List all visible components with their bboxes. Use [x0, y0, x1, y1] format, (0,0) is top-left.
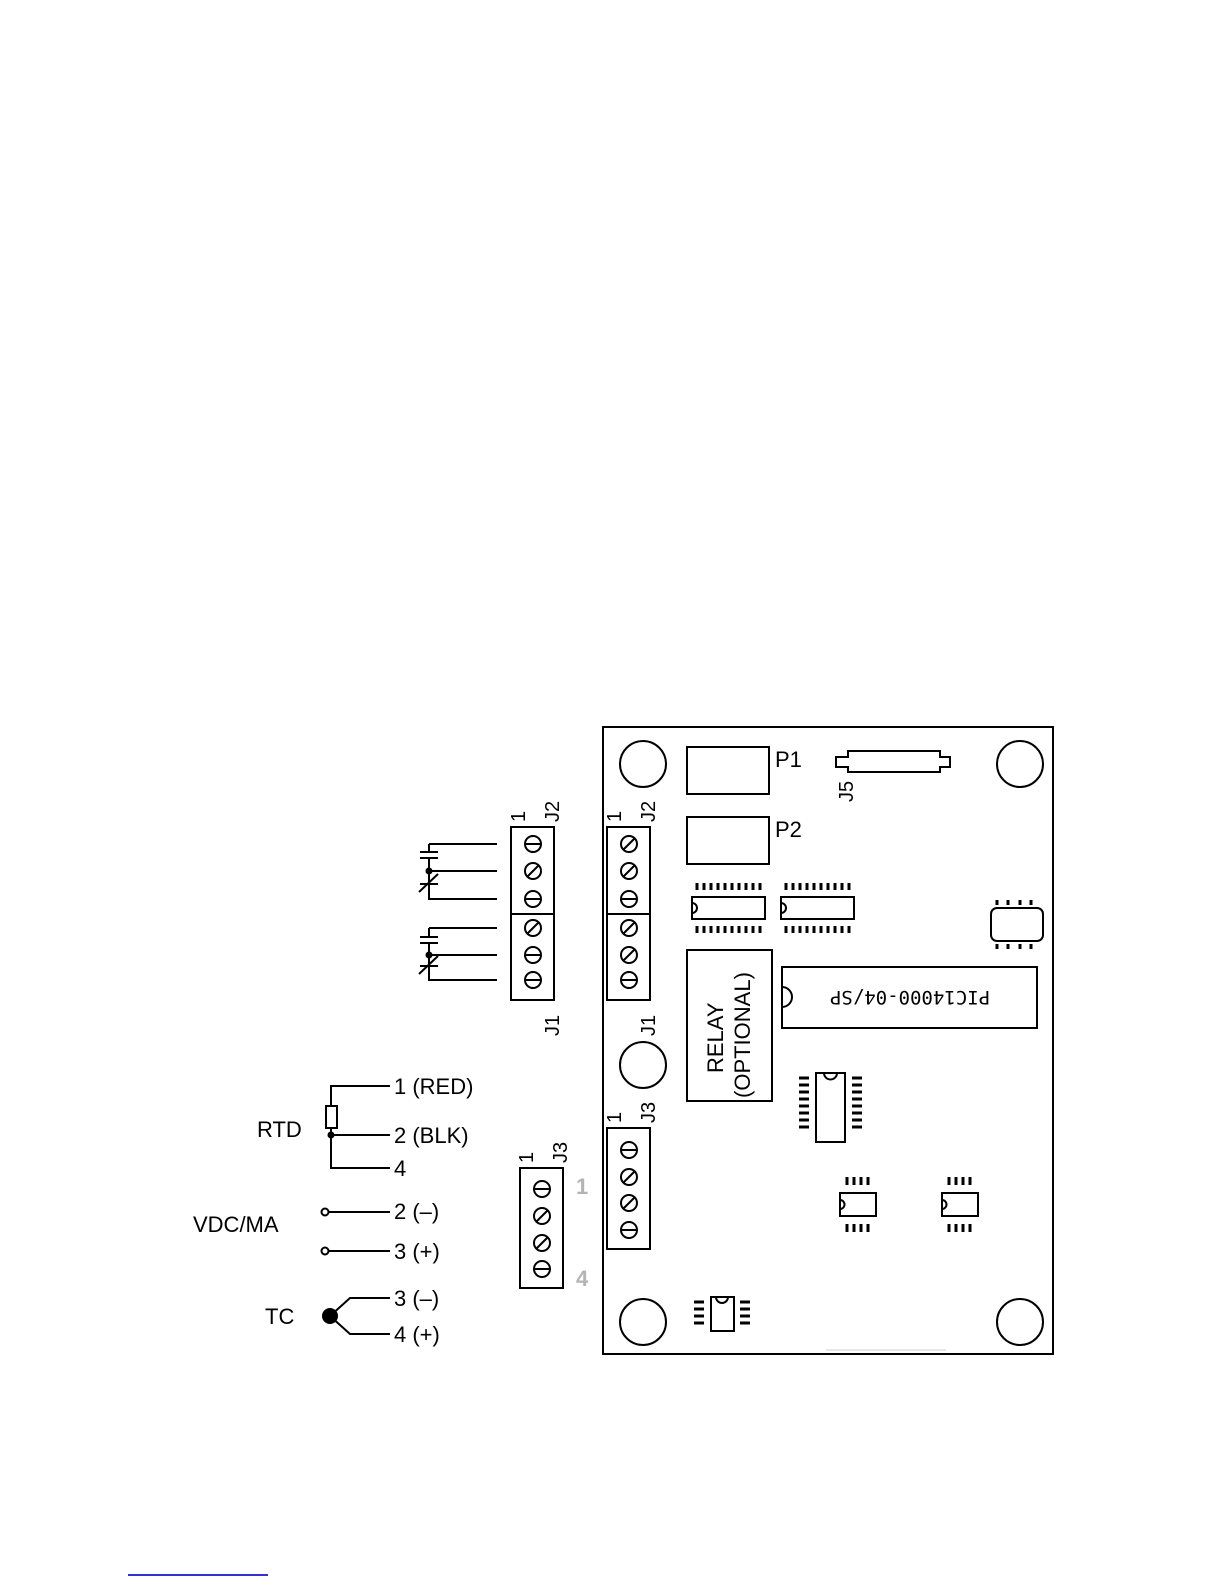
board-j2-label: J2: [638, 801, 660, 822]
j3-pin-first-label: 1: [576, 1174, 588, 1199]
chip-label: PIC14000-04/SP: [830, 986, 990, 1008]
board-outline: [603, 727, 1053, 1354]
left-j2-label: J2: [542, 801, 564, 822]
rtd-symbol: [326, 1086, 390, 1168]
left-terminal-screws: [525, 836, 541, 988]
relay-label: RELAY: [703, 1002, 728, 1073]
tc-wire2-label: 4 (+): [394, 1322, 440, 1347]
board-terminal-j3-screws: [621, 1142, 637, 1238]
small-ic-bottom: [694, 1297, 750, 1331]
p2-block: [687, 817, 769, 864]
tc-wire1-label: 3 (–): [394, 1286, 439, 1311]
vdc-wire2-label: 3 (+): [394, 1239, 440, 1264]
component-right-side: [991, 900, 1043, 949]
board-j1-label: J1: [638, 1015, 660, 1036]
small-ic-right: [942, 1177, 978, 1232]
board-j2-pin-label: 1: [604, 811, 626, 822]
left-j2-pin-label: 1: [508, 811, 530, 822]
j5-label: J5: [836, 781, 858, 802]
p2-label: P2: [775, 817, 802, 842]
rtd-label: RTD: [257, 1117, 302, 1142]
dip-chip-left: [692, 883, 765, 933]
vdc-symbol: [322, 1209, 391, 1255]
mounting-hole-bottom-left: [620, 1299, 666, 1345]
relay-optional-label: (OPTIONAL): [730, 972, 755, 1098]
vdc-label: VDC/MA: [193, 1212, 279, 1237]
mounting-hole-bottom-right: [997, 1299, 1043, 1345]
vdc-wire1-label: 2 (–): [394, 1199, 439, 1224]
board-j3-label: J3: [638, 1102, 660, 1123]
p1-label: P1: [775, 747, 802, 772]
rtd-wire1-label: 1 (RED): [394, 1074, 473, 1099]
capacitor-bottom: [419, 928, 497, 980]
tc-label: TC: [265, 1304, 294, 1329]
left-terminal-j3-screws: [534, 1181, 550, 1277]
j5-connector: [836, 751, 950, 772]
left-j1-label: J1: [542, 1015, 564, 1036]
mounting-hole-top-left: [620, 741, 666, 787]
dip-chip-right: [781, 883, 854, 933]
footer-line: [128, 1574, 268, 1576]
p1-block: [687, 747, 769, 794]
vertical-ic: [799, 1073, 862, 1142]
capacitor-top: [419, 844, 497, 899]
thermocouple-symbol: [323, 1298, 390, 1334]
j3-label: J3: [550, 1142, 572, 1163]
rtd-wire3-label: 4: [394, 1156, 406, 1181]
mounting-hole-middle-left: [620, 1042, 666, 1088]
j3-pin-label: 1: [516, 1152, 538, 1163]
rtd-wire2-label: 2 (BLK): [394, 1123, 469, 1148]
board-j3-pin-label: 1: [604, 1112, 626, 1123]
board-terminal-j2-j1-screws: [621, 836, 637, 988]
small-ic-left: [840, 1177, 876, 1232]
j3-pin-last-label: 4: [576, 1266, 589, 1291]
mounting-hole-top-right: [997, 741, 1043, 787]
